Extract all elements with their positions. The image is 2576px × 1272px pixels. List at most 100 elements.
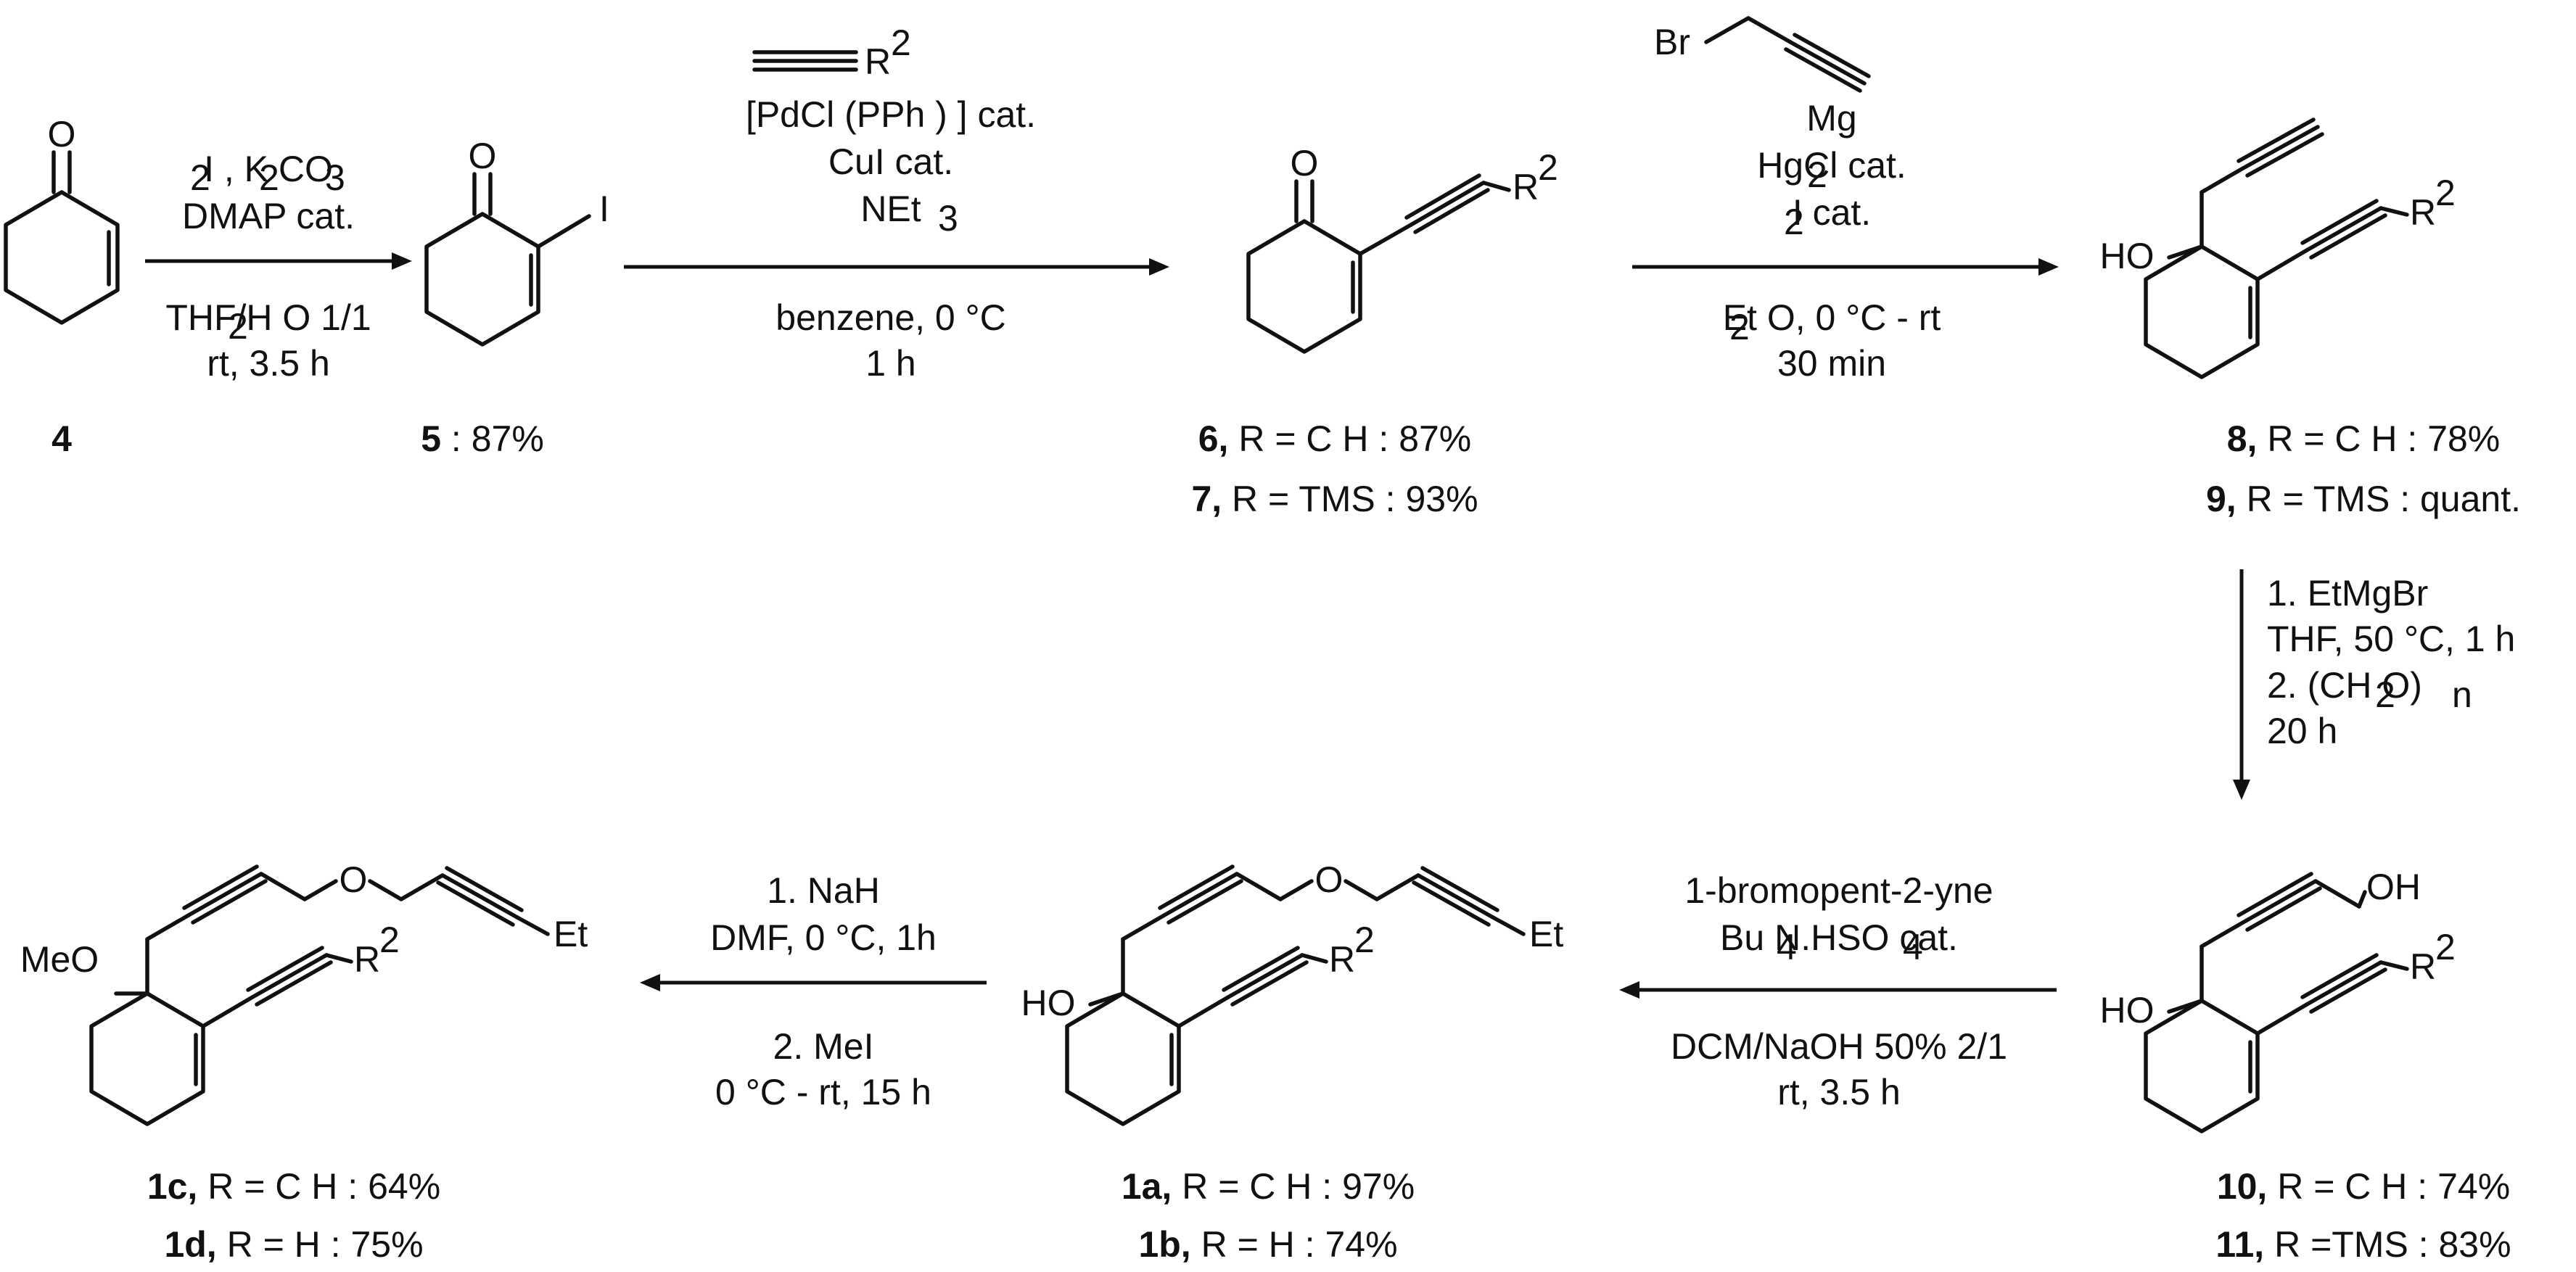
compound-1c-1d: MeO O Et R 2 1c, R = C H : 64% 1d, R = H…: [20, 859, 588, 1265]
svg-text:n: n: [2452, 674, 2472, 715]
substituent-r: R: [2410, 192, 2436, 233]
atom-meo: MeO: [20, 939, 99, 980]
conditions-dmf: DMF, 0 °C, 1h: [710, 917, 937, 958]
conditions-rt-time: rt, 3.5 h: [207, 343, 330, 384]
step-3: Br Mg HgCl cat. I cat. 2 2 Et O, 0 °C - …: [1632, 16, 2059, 384]
svg-text:1a, R = C H : 97%: 1a, R = C H : 97%: [1122, 1166, 1415, 1207]
svg-text:1d, R = H : 75%: 1d, R = H : 75%: [164, 1224, 423, 1265]
reagent-net3: NEt: [860, 189, 921, 229]
svg-text:3: 3: [325, 157, 345, 198]
svg-text:2: 2: [228, 306, 248, 347]
compound-label-1a: 1a,: [1122, 1166, 1172, 1207]
compound-yield-8: R = C H : 78%: [2257, 418, 2500, 459]
atom-ho: HO: [1021, 983, 1076, 1023]
reagent-nah: 1. NaH: [767, 870, 880, 911]
svg-text:4: 4: [1777, 927, 1797, 967]
substituent-r: R: [354, 939, 380, 980]
reagent-cui: CuI cat.: [828, 141, 953, 182]
solvent-dcm-naoh: DCM/NaOH 50% 2/1: [1671, 1026, 2007, 1067]
svg-text:11, R =TMS : 83%: 11, R =TMS : 83%: [2215, 1224, 2511, 1265]
step4-line-4: 20 h: [2267, 711, 2337, 751]
compound-label-5: 5: [421, 418, 441, 459]
compound-1a-1b: HO O Et R 2 1a, R = C H : 97% 1b, R = H …: [1021, 859, 1564, 1265]
step-4: 1. EtMgBr THF, 50 °C, 1 h 2. (CH O) 2 n …: [2233, 569, 2515, 800]
compound-yield-1a: R = C H : 97%: [1172, 1166, 1415, 1207]
reagent-ptc: Bu N.HSO cat.: [1720, 917, 1958, 958]
compound-yield-1d: R = H : 75%: [217, 1224, 424, 1265]
svg-text:2: 2: [190, 157, 210, 198]
compound-4: O 4: [4, 114, 120, 459]
reagent-mei: 2. MeI: [773, 1026, 874, 1067]
compound-label-11: 11,: [2215, 1224, 2264, 1265]
compound-yield-11: R =TMS : 83%: [2264, 1224, 2511, 1265]
conditions-rt-time: 0 °C - rt, 15 h: [715, 1072, 931, 1112]
atom-o: O: [1291, 143, 1319, 183]
reagent-i2: I cat.: [1793, 192, 1871, 233]
reagent-pd-catalyst: [PdCl (PPh ) ] cat.: [746, 94, 1036, 135]
svg-text:9, R = TMS : quant.: 9, R = TMS : quant.: [2206, 479, 2521, 519]
svg-text:2: 2: [2435, 173, 2456, 213]
conditions-time: 1 h: [865, 343, 916, 384]
substituent-r: R: [1329, 939, 1355, 980]
step-6: 1. NaH DMF, 0 °C, 1h 2. MeI 0 °C - rt, 1…: [640, 870, 987, 1112]
solvent-thf-water: THF/H O 1/1: [165, 297, 371, 338]
substituent-et: Et: [554, 914, 588, 954]
atom-i: I: [599, 189, 609, 229]
compound-label-10: 10,: [2217, 1166, 2268, 1207]
reagent-i2: I , K CO: [204, 149, 333, 189]
compound-yield-7: R = TMS : 93%: [1222, 479, 1478, 519]
step-5: 1-bromopent-2-yne Bu N.HSO cat. 4 4 DCM/…: [1619, 870, 2057, 1112]
atom-ho: HO: [2100, 990, 2155, 1031]
step-1: I , K CO DMAP cat. THF/H O 1/1 rt, 3.5 h…: [145, 149, 412, 384]
reagent-alkyne-r: R: [865, 41, 891, 82]
atom-o: O: [469, 136, 497, 176]
svg-text:4: 4: [1903, 927, 1923, 967]
svg-text:6, R = C H : 87%: 6, R = C H : 87%: [1198, 418, 1472, 459]
solvent-benzene: benzene, 0 °C: [775, 297, 1005, 338]
svg-text:2: 2: [2375, 674, 2395, 715]
compound-label-8: 8,: [2227, 418, 2258, 459]
atom-o: O: [48, 114, 76, 154]
substituent-et: Et: [1529, 914, 1563, 954]
svg-text:1c, R = C H : 64%: 1c, R = C H : 64%: [147, 1166, 440, 1207]
compound-yield-6: R = C H : 87%: [1228, 418, 1471, 459]
compound-yield-1b: R = H : 74%: [1191, 1224, 1398, 1265]
reagent-br: Br: [1654, 22, 1690, 62]
compound-label-7: 7,: [1191, 479, 1222, 519]
svg-text:I , K CO: I , K CO: [204, 149, 333, 189]
atom-o: O: [1315, 859, 1343, 900]
svg-text:2: 2: [891, 22, 911, 63]
svg-text:7, R = TMS : 93%: 7, R = TMS : 93%: [1191, 479, 1478, 519]
svg-text:1b, R = H : 74%: 1b, R = H : 74%: [1138, 1224, 1397, 1265]
compound-yield-10: R = C H : 74%: [2267, 1166, 2510, 1207]
compound-8-9: HO R 2 8, R = C H : 78% 9, R = TMS : qua…: [2100, 117, 2521, 519]
svg-text:5 : 87%: 5 : 87%: [421, 418, 544, 459]
svg-text:2: 2: [1729, 307, 1750, 347]
step4-line-1: 1. EtMgBr: [2267, 573, 2428, 614]
svg-text:2: 2: [259, 157, 279, 198]
svg-text:2: 2: [1538, 147, 1558, 188]
svg-text:10, R = C H : 74%: 10, R = C H : 74%: [2217, 1166, 2510, 1207]
compound-5: O I 5 : 87%: [421, 136, 609, 459]
reagent-hgcl2: HgCl cat.: [1757, 145, 1906, 186]
reagent-mg: Mg: [1806, 98, 1856, 139]
compound-10-11: HO OH R 2 10, R = C H : 74% 11, R =TMS :…: [2100, 867, 2511, 1265]
svg-text:2: 2: [1354, 920, 1375, 960]
svg-text:2: 2: [1784, 202, 1804, 242]
substituent-r: R: [2410, 946, 2436, 987]
solvent-ether: Et O, 0 °C - rt: [1723, 297, 1941, 338]
step4-line-3: 2. (CH O): [2267, 665, 2422, 706]
svg-text:8, R = C H : 78%: 8, R = C H : 78%: [2227, 418, 2501, 459]
step4-line-2: THF, 50 °C, 1 h: [2267, 619, 2515, 659]
step-2: R 2 [PdCl (PPh ) ] cat. CuI cat. NEt 3 b…: [624, 22, 1169, 384]
conditions-rt-time: rt, 3.5 h: [1777, 1072, 1901, 1112]
svg-text:2: 2: [1807, 154, 1827, 195]
compound-label-4: 4: [52, 418, 72, 459]
atom-ho: HO: [2100, 236, 2155, 276]
compound-6-7: O R 2 6, R = C H : 87% 7, R = TMS : 93%: [1191, 143, 1557, 519]
svg-text:2: 2: [379, 920, 400, 960]
compound-label-1c: 1c,: [147, 1166, 198, 1207]
reagent-dmap: DMAP cat.: [182, 196, 355, 236]
compound-yield-5: : 87%: [441, 418, 544, 459]
atom-o: O: [340, 859, 368, 900]
